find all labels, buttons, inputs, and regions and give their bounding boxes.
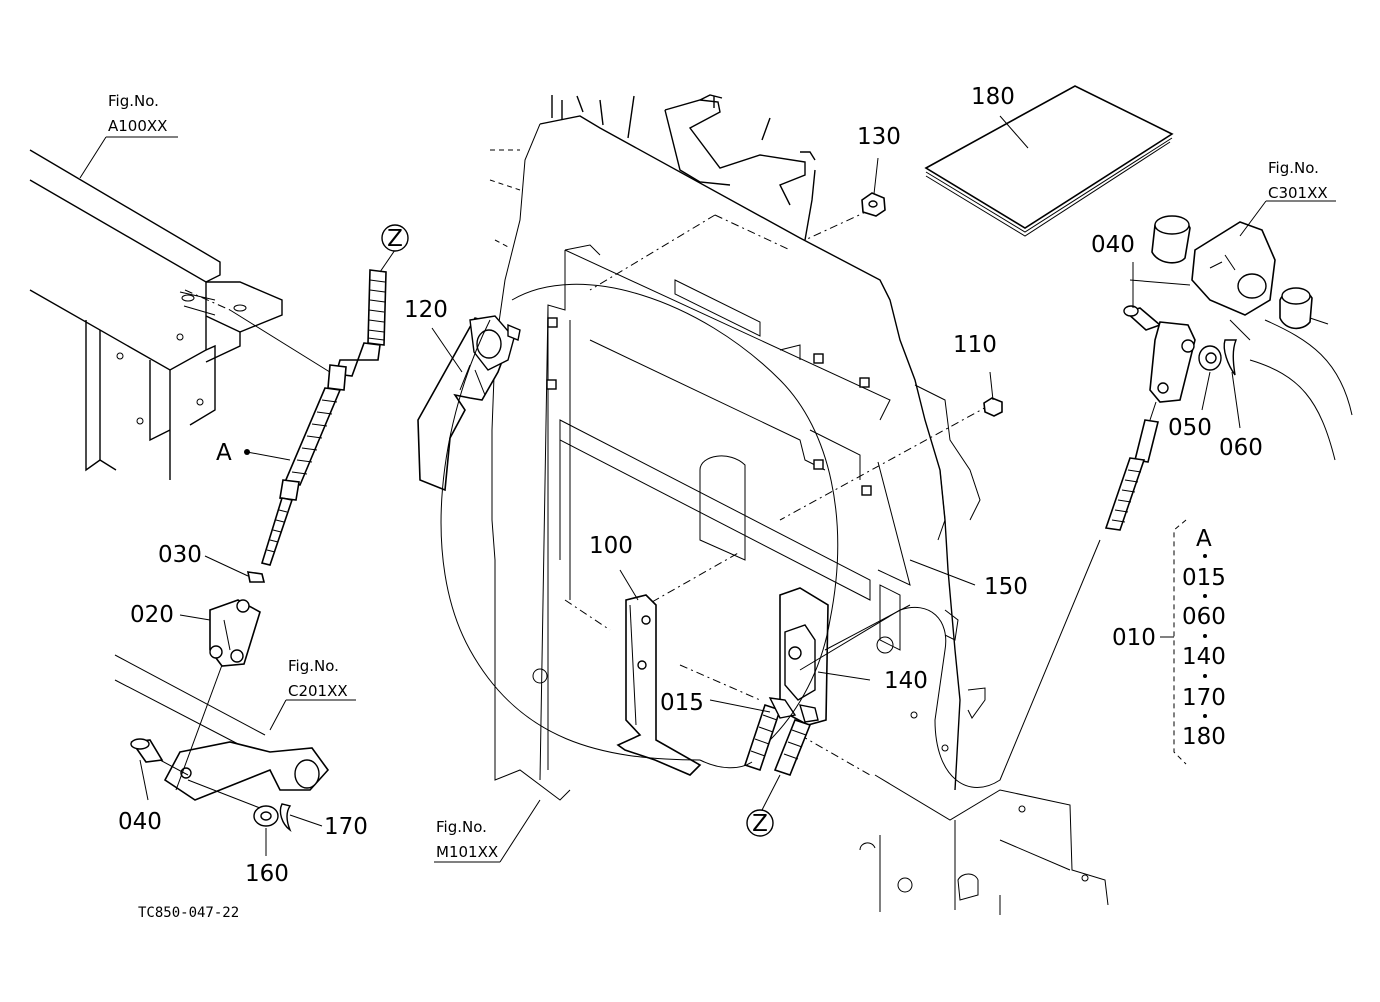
part-label-170: 170 — [324, 814, 368, 840]
fig-ref-a100-code: A100XX — [108, 117, 167, 135]
part-170-cotter-pin — [279, 803, 292, 833]
right-clevis — [1149, 321, 1196, 403]
part-130-nut — [861, 192, 886, 217]
assembly-item-3: 140 — [1182, 644, 1226, 670]
part-label-150: 150 — [984, 574, 1028, 600]
marker-a-label: A — [216, 440, 232, 466]
part-160-washer — [187, 779, 279, 827]
part-040-right-pin — [1123, 305, 1162, 331]
cable-routing — [440, 283, 1101, 788]
right-cable-drawing — [1104, 401, 1159, 531]
construction-lines — [184, 209, 991, 776]
main-body-drawing — [489, 94, 1109, 915]
part-label-130: 130 — [857, 124, 901, 150]
z-marker-bottom: Z — [746, 809, 774, 837]
part-label-180: 180 — [971, 84, 1015, 110]
part-140-block — [779, 587, 829, 726]
part-label-140: 140 — [884, 668, 928, 694]
assembly-number: 010 — [1112, 625, 1156, 651]
assembly-list: 010 A 015 060 140 170 180 — [1112, 519, 1226, 765]
diagram-code: TC850-047-22 — [138, 905, 239, 921]
fig-ref-m101-code: M101XX — [436, 843, 498, 861]
part-020-clevis — [209, 599, 261, 667]
fig-ref-c201-code: C201XX — [288, 682, 348, 700]
part-110-nut — [983, 397, 1003, 417]
right-linkage-drawing — [1129, 215, 1353, 461]
cable-spring-top — [367, 269, 387, 346]
part-030-nut — [246, 571, 266, 583]
part-label-110: 110 — [953, 332, 997, 358]
lower-left-bracket — [114, 654, 330, 801]
part-label-020: 020 — [130, 602, 174, 628]
part-label-100: 100 — [589, 533, 633, 559]
part-120-bracket — [417, 315, 521, 492]
fig-ref-m101-prefix: Fig.No. — [436, 818, 487, 836]
part-label-050: 050 — [1168, 415, 1212, 441]
part-label-040-left: 040 — [118, 809, 162, 835]
part-label-160: 160 — [245, 861, 289, 887]
part-100-bracket — [616, 594, 702, 776]
fig-ref-c301-prefix: Fig.No. — [1268, 159, 1319, 177]
part-label-060: 060 — [1219, 435, 1263, 461]
fig-ref-c201-prefix: Fig.No. — [288, 657, 339, 675]
part-050-washer — [1198, 345, 1222, 371]
assembly-item-4: 170 — [1182, 685, 1226, 711]
fig-ref-c301-code: C301XX — [1268, 184, 1328, 202]
part-label-015: 015 — [660, 690, 704, 716]
assembly-item-2: 060 — [1182, 604, 1226, 630]
part-180-sheet — [924, 85, 1174, 237]
assembly-item-5: 180 — [1182, 724, 1226, 750]
z-marker-top-text: Z — [387, 226, 403, 252]
part-label-120: 120 — [404, 297, 448, 323]
part-label-030: 030 — [158, 542, 202, 568]
assembly-item-0: A — [1196, 526, 1212, 552]
assembly-item-1: 015 — [1182, 565, 1226, 591]
fig-ref-a100-prefix: Fig.No. — [108, 92, 159, 110]
left-frame-drawing — [29, 149, 283, 480]
z-marker-bottom-text: Z — [752, 811, 768, 837]
z-marker-top: Z — [381, 224, 409, 252]
part-015-springs — [743, 697, 819, 776]
left-cable-drawing — [229, 269, 387, 566]
leader-lines — [79, 115, 1336, 863]
part-label-040-right: 040 — [1091, 232, 1135, 258]
part-040-left-pin — [130, 738, 189, 776]
part-060-pin — [1223, 339, 1238, 376]
